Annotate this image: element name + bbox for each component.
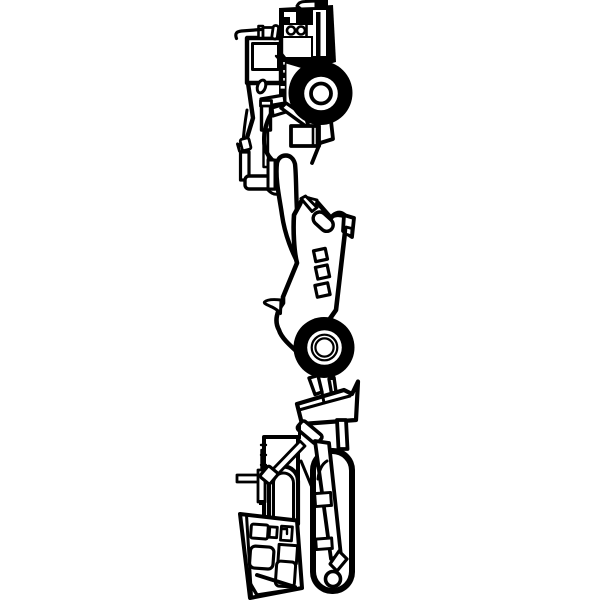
exhaust-pipe <box>315 0 328 8</box>
loop-end-link <box>328 549 349 573</box>
lift-cylinder <box>258 419 324 486</box>
apron-arm-elbow <box>311 210 335 234</box>
hood-cylinder <box>270 24 280 41</box>
apron-spout <box>262 298 283 315</box>
rear-unit <box>235 418 355 600</box>
mast-bracket-upper <box>313 490 333 509</box>
door-window-1 <box>249 522 270 541</box>
light-bar <box>284 25 313 36</box>
bowl-side-panels <box>311 246 332 299</box>
scraper-bowl <box>262 194 356 360</box>
exhaust-cap <box>295 0 318 11</box>
detail-line <box>248 581 304 597</box>
axle-leg-left <box>307 373 324 397</box>
solid-shape <box>259 500 266 505</box>
detail-shape <box>258 464 280 486</box>
push-block-assembly <box>294 373 361 427</box>
access-door <box>238 512 304 600</box>
loop-end-roller <box>323 569 343 589</box>
door-window-1b <box>267 525 279 540</box>
left-light-icon <box>285 25 297 36</box>
front-wheel <box>288 61 353 125</box>
rear-hitch-frame <box>289 124 321 148</box>
mast-brace <box>316 459 329 481</box>
right-light-icon <box>295 25 307 36</box>
detail-line <box>274 54 282 64</box>
apron-arm-band <box>299 194 319 213</box>
detail-shape <box>259 99 273 108</box>
bowl-wheel <box>293 317 355 378</box>
detail-shape <box>313 281 332 299</box>
ejector-inner <box>344 225 354 238</box>
fender-light <box>255 78 268 95</box>
cutout-shape <box>280 86 285 89</box>
mast-bracket-lower <box>314 536 334 552</box>
cab-side-panel <box>282 38 311 57</box>
hood-panel <box>251 42 280 71</box>
front-hub <box>309 81 333 106</box>
cable-cylinder <box>238 136 253 152</box>
bowl-body <box>274 195 349 360</box>
detail-shape <box>311 246 330 264</box>
detail-shape <box>313 263 332 281</box>
frame-left-edge <box>243 80 256 144</box>
bowl-hub-outer <box>310 333 339 362</box>
tractor-unit <box>234 0 353 179</box>
door-window-3 <box>247 544 276 571</box>
detail-line <box>299 459 315 492</box>
cab-pillar <box>316 12 321 56</box>
door-skid <box>255 573 297 589</box>
mast-support <box>335 418 350 451</box>
antenna <box>234 27 263 41</box>
detail-line <box>322 394 352 405</box>
hitch-strip <box>266 158 277 191</box>
solid-shape <box>284 17 290 23</box>
detail-line <box>281 527 289 536</box>
bowl-hub-inner <box>314 337 335 358</box>
